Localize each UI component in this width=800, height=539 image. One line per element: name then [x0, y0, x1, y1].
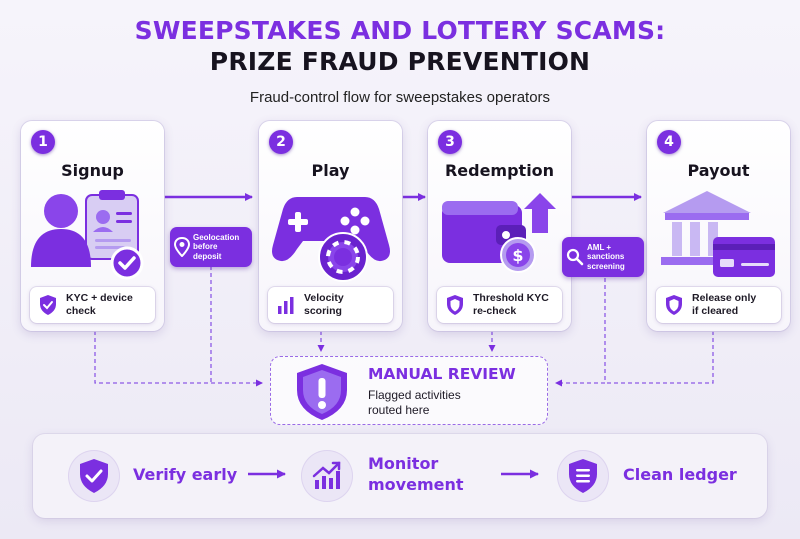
- step-card-signup: 1 Signup KYC + device check: [21, 121, 164, 331]
- principles-arrows: [248, 469, 539, 479]
- step-number-badge: 4: [657, 130, 681, 154]
- principle-label: Verify early: [133, 465, 238, 484]
- tag-text: Geolocation before deposit: [193, 232, 240, 261]
- aml-screening-tag: AML + sanctions screening: [562, 237, 644, 277]
- step-card-payout: 4 Payout Release only if cleared: [647, 121, 790, 331]
- step-title: Signup: [61, 161, 124, 180]
- shield-icon: [666, 295, 682, 315]
- step-title: Payout: [687, 161, 750, 180]
- principle-icon-wrap: [301, 450, 353, 502]
- subtitle: Fraud-control flow for sweepstakes opera…: [249, 89, 551, 106]
- magnifier-icon: [566, 248, 584, 266]
- step-footer: KYC + device check: [30, 287, 155, 323]
- trend-chart-icon: [312, 461, 341, 489]
- principle-icon-wrap: [68, 450, 120, 502]
- step-footer-text: Threshold KYC re-check: [473, 292, 549, 317]
- location-pin-icon: [174, 237, 190, 257]
- geolocation-tag: Geolocation before deposit: [170, 227, 252, 267]
- wallet-coin-arrow-icon: $: [442, 193, 556, 273]
- svg-text:$: $: [512, 246, 523, 265]
- bar-chart-icon: [278, 297, 294, 314]
- step-number-badge: 2: [269, 130, 293, 154]
- shield-icon: [447, 295, 463, 315]
- step-number-badge: 3: [438, 130, 462, 154]
- step-number-badge: 1: [31, 130, 55, 154]
- step-footer: Threshold KYC re-check: [437, 287, 562, 323]
- manual-review-title: MANUAL REVIEW: [368, 365, 516, 383]
- step-footer: Release only if cleared: [656, 287, 781, 323]
- shield-list-icon: [569, 459, 597, 493]
- route-aml-review: [555, 278, 606, 387]
- step-footer: Velocity scoring: [268, 287, 393, 323]
- principles-bar: Verify early Monitor movement Clean ledg…: [33, 434, 767, 518]
- title-line-1: SWEEPSTAKES AND LOTTERY SCAMS:: [134, 16, 666, 45]
- shield-exclamation-icon: [297, 364, 347, 420]
- principle-icon-wrap: [557, 450, 609, 502]
- step-card-redemption: 3 Redemption $ Threshold KYC re-check: [428, 121, 571, 331]
- principle-label: Clean ledger: [623, 465, 737, 484]
- step-footer-text: Velocity scoring: [304, 292, 344, 317]
- title-line-2: PRIZE FRAUD PREVENTION: [209, 47, 591, 76]
- tag-text: AML + sanctions screening: [587, 242, 625, 271]
- manual-review-text: Flagged activities routed here: [368, 388, 461, 417]
- step-footer-text: KYC + device check: [66, 292, 133, 317]
- gamepad-chip-icon: [272, 197, 390, 282]
- principle-label: Monitor movement: [368, 454, 464, 494]
- shield-check-icon: [40, 295, 56, 315]
- bank-card-icon: [661, 191, 775, 277]
- step-title: Redemption: [444, 161, 555, 180]
- step-title: Play: [311, 161, 350, 180]
- route-payout-review: [605, 331, 714, 384]
- shield-check-icon: [80, 459, 108, 493]
- person-id-card-checkmark-icon: [31, 190, 144, 280]
- step-card-play: 2 Play Velocity scoring: [259, 121, 402, 331]
- route-signup-review: [94, 331, 263, 387]
- step-footer-text: Release only if cleared: [692, 292, 757, 317]
- manual-review-box: MANUAL REVIEW Flagged activities routed …: [270, 356, 548, 425]
